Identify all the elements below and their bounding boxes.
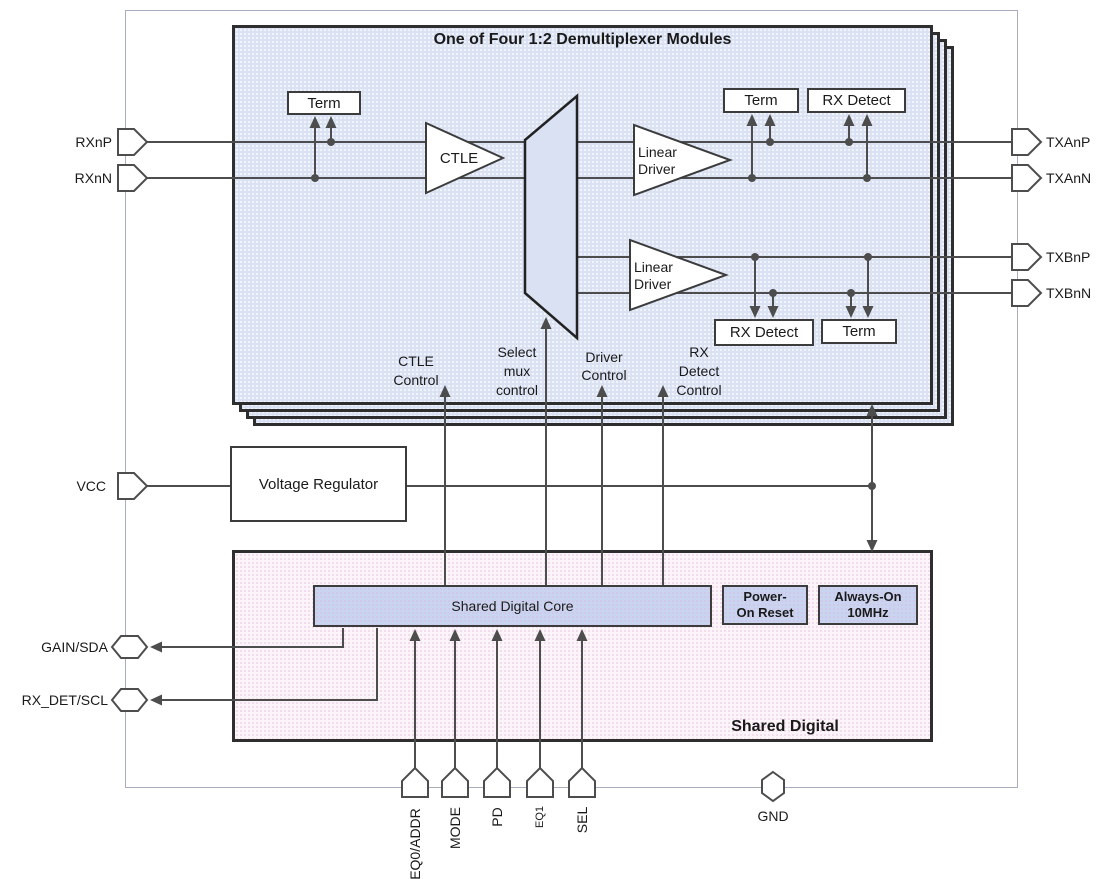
junction-dots bbox=[311, 138, 876, 490]
bottom-pin-wires bbox=[414, 640, 583, 768]
always-on-box: Always-On 10MHz bbox=[818, 585, 918, 625]
pin-gnd bbox=[761, 770, 785, 803]
rx-detect-box-txa: RX Detect bbox=[807, 88, 906, 113]
linear-driver-b-triangle bbox=[629, 238, 729, 312]
pin-vcc bbox=[117, 472, 149, 500]
demux-trapezoid bbox=[523, 93, 579, 341]
pin-label-mode: MODE bbox=[447, 807, 463, 849]
rx-detect-control-label: RX Detect Control bbox=[676, 344, 722, 398]
pin-label-txbnn: TXBnN bbox=[1046, 285, 1092, 301]
ctle-amp-triangle bbox=[425, 121, 506, 195]
term-label: Term bbox=[842, 323, 876, 340]
i2c-wires bbox=[161, 628, 378, 701]
term-box-input: Term bbox=[287, 91, 361, 115]
pin-pd bbox=[483, 766, 511, 798]
driver-control-label: Driver Control bbox=[581, 349, 627, 383]
term-box-txb: Term bbox=[821, 319, 897, 344]
pin-label-rxnn: RXnN bbox=[74, 170, 112, 186]
select-mux-control-label: Select mux control bbox=[495, 344, 539, 398]
pin-rxnp bbox=[117, 128, 149, 156]
linear-driver-a-triangle bbox=[633, 123, 733, 197]
pin-label-txanp: TXAnP bbox=[1046, 134, 1091, 150]
pin-txbnn bbox=[1011, 279, 1043, 307]
pin-label-pd: PD bbox=[489, 807, 505, 827]
pin-gain-sda bbox=[110, 635, 149, 659]
pin-txann bbox=[1011, 164, 1043, 192]
pin-txbnp bbox=[1011, 243, 1043, 271]
control-wires bbox=[444, 328, 664, 585]
ctle-control-label: CTLE Control bbox=[393, 353, 439, 388]
module-title: One of Four 1:2 Demultiplexer Modules bbox=[433, 31, 732, 48]
pin-label-rx-det-scl: RX_DET/SCL bbox=[21, 692, 108, 708]
pin-rxnn bbox=[117, 164, 149, 192]
pin-label-txbnp: TXBnP bbox=[1046, 249, 1091, 265]
pin-label-eq0-addr: EQ0/ADDR bbox=[407, 808, 423, 879]
shared-digital-label: Shared Digital bbox=[731, 718, 839, 735]
vcc-wires bbox=[147, 416, 873, 540]
linear-driver-a-label: Linear Driver bbox=[638, 144, 677, 177]
pin-label-rxnp: RXnP bbox=[75, 134, 112, 150]
shared-digital-core-label: Shared Digital Core bbox=[451, 598, 574, 614]
always-on-label: Always-On 10MHz bbox=[834, 589, 902, 620]
pin-label-txann: TXAnN bbox=[1046, 170, 1092, 186]
pin-eq1 bbox=[526, 766, 554, 798]
rx-detect-label: RX Detect bbox=[822, 92, 891, 109]
voltage-regulator-label: Voltage Regulator bbox=[258, 475, 379, 493]
pin-label-gain-sda: GAIN/SDA bbox=[41, 639, 108, 655]
signal-wires bbox=[147, 125, 1012, 768]
pin-mode bbox=[441, 766, 469, 798]
pin-eq0-addr bbox=[401, 766, 429, 798]
rx-detect-label: RX Detect bbox=[729, 324, 799, 341]
term-label: Term bbox=[744, 92, 778, 109]
term-label: Term bbox=[307, 94, 341, 112]
pin-sel bbox=[568, 766, 596, 798]
rx-detect-box-txb: RX Detect bbox=[714, 319, 814, 346]
ctle-label: CTLE bbox=[439, 150, 479, 167]
term-rxdetect-taps bbox=[314, 125, 869, 307]
tx-output-wires bbox=[577, 141, 1012, 294]
arrowheads bbox=[150, 114, 878, 706]
pin-label-gnd: GND bbox=[757, 808, 789, 824]
linear-driver-b-label: Linear Driver bbox=[634, 259, 673, 292]
pin-symbols bbox=[110, 128, 1043, 803]
pin-txanp bbox=[1011, 128, 1043, 156]
pin-label-vcc: VCC bbox=[76, 478, 106, 494]
power-on-reset-label: Power- On Reset bbox=[736, 589, 794, 620]
shared-digital-core-box: Shared Digital Core bbox=[313, 585, 712, 627]
term-box-txa: Term bbox=[723, 88, 799, 113]
power-on-reset-box: Power- On Reset bbox=[722, 585, 808, 625]
pin-rx-det-scl bbox=[110, 688, 149, 712]
pin-label-eq1: EQ1 bbox=[534, 806, 546, 829]
voltage-regulator-box: Voltage Regulator bbox=[230, 446, 407, 522]
pin-label-sel: SEL bbox=[574, 806, 590, 834]
